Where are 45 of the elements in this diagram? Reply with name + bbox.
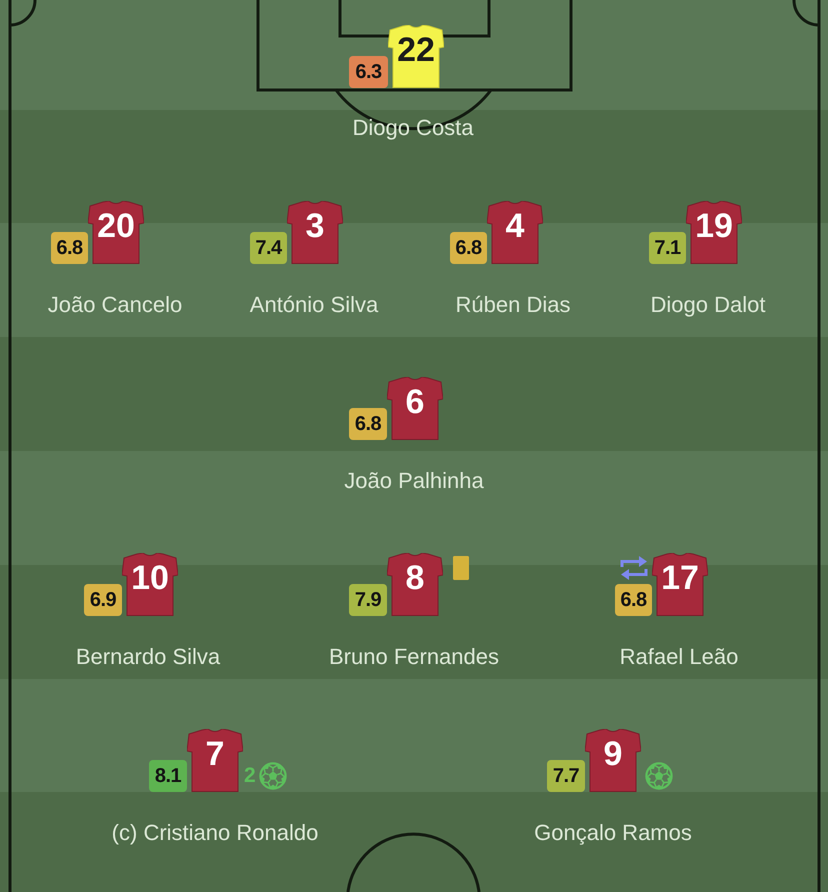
jersey-number: 20: [96, 209, 136, 243]
player-name: Diogo Costa: [352, 115, 474, 141]
player-name: João Palhinha: [344, 468, 484, 494]
player-name: Rafael Leão: [620, 644, 738, 670]
player-name: Diogo Dalot: [650, 292, 766, 318]
jersey-number: 10: [130, 561, 170, 595]
jersey-number: 22: [396, 33, 436, 67]
jersey: [387, 553, 443, 616]
jersey: [287, 201, 343, 264]
rating-badge: 7.7: [547, 760, 585, 792]
jersey: [88, 201, 144, 264]
jersey-number: 8: [404, 561, 426, 595]
rating-badge: 7.9: [349, 584, 387, 616]
jersey: [585, 729, 641, 792]
rating-badge: 6.3: [349, 56, 388, 88]
player-name: Bruno Fernandes: [329, 644, 499, 670]
rating-badge: 6.8: [450, 232, 487, 264]
player-name: (c) Cristiano Ronaldo: [112, 820, 318, 846]
jersey: [387, 377, 443, 440]
rating-badge: 7.1: [649, 232, 686, 264]
jersey: [652, 553, 708, 616]
jersey: [187, 729, 243, 792]
player-name: António Silva: [250, 292, 378, 318]
player-name: Gonçalo Ramos: [534, 820, 692, 846]
jersey-number: 3: [304, 209, 326, 243]
jersey-number: 9: [602, 737, 624, 771]
player-name: Bernardo Silva: [76, 644, 220, 670]
jersey-number: 6: [404, 385, 426, 419]
rating-badge: 6.8: [615, 584, 652, 616]
rating-badge: 6.8: [349, 408, 387, 440]
player-name: Rúben Dias: [456, 292, 570, 318]
rating-badge: 6.8: [51, 232, 88, 264]
rating-badge: 7.4: [250, 232, 287, 264]
jersey-number: 19: [694, 209, 734, 243]
jersey: [388, 25, 444, 88]
rating-badge: 6.9: [84, 584, 122, 616]
jersey: [487, 201, 543, 264]
goal-count: 2: [244, 764, 256, 788]
jersey-number: 7: [204, 737, 226, 771]
jersey-number: 4: [504, 209, 526, 243]
jersey: [122, 553, 178, 616]
jersey-number: 17: [660, 561, 700, 595]
rating-badge: 8.1: [149, 760, 187, 792]
jersey: [686, 201, 742, 264]
player-name: João Cancelo: [48, 292, 182, 318]
